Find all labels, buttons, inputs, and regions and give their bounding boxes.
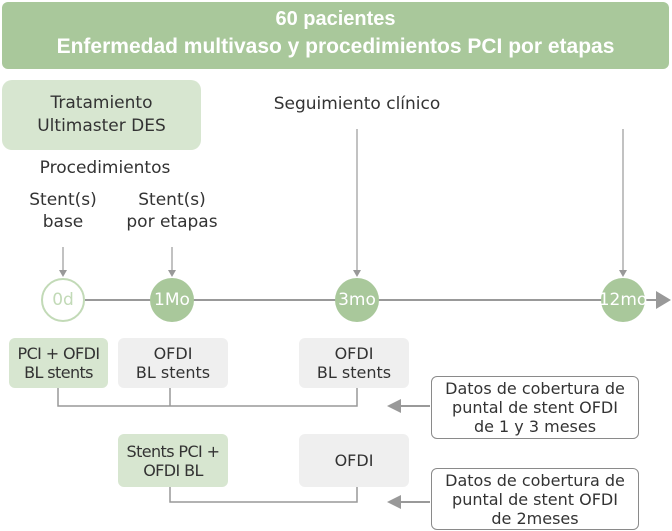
header-banner: 60 pacientes Enfermedad multivaso y proc… — [2, 2, 669, 69]
treatment-line1: Tratamiento — [50, 93, 153, 113]
row1-3mo-box: OFDI BL stents — [299, 338, 409, 388]
timeline-node-1mo: 1Mo — [150, 278, 194, 322]
timeline-arrowhead — [656, 291, 671, 309]
timeline-node-0d: 0d — [41, 278, 85, 322]
row1-coverage-note: Datos de cobertura de puntal de stent OF… — [431, 376, 639, 439]
timeline-node-3mo: 3mo — [335, 278, 379, 322]
stent-staged-label: Stent(s) por etapas — [126, 190, 218, 232]
row1-bracket — [57, 388, 358, 407]
timeline-node-12mo: 12mo — [599, 278, 647, 322]
banner-subtitle: Enfermedad multivaso y procedimientos PC… — [56, 35, 615, 58]
row2-ofdi-box: OFDI — [299, 434, 409, 487]
row2-pci-box: Stents PCI + OFDI BL — [118, 434, 228, 487]
procedures-label: Procedimientos — [39, 158, 171, 178]
row1-pci-box: PCI + OFDI BL stents — [9, 338, 108, 388]
followup-label: Seguimiento clínico — [273, 94, 441, 114]
row2-coverage-note: Datos de cobertura de puntal de stent OF… — [431, 468, 639, 530]
treatment-box: Tratamiento Ultimaster DES — [2, 80, 201, 150]
banner-title: 60 pacientes — [275, 8, 396, 30]
stent-base-label: Stent(s) base — [29, 190, 97, 232]
treatment-line2: Ultimaster DES — [37, 116, 166, 136]
row2-bracket — [169, 487, 358, 503]
row1-1mo-box: OFDI BL stents — [118, 338, 228, 388]
